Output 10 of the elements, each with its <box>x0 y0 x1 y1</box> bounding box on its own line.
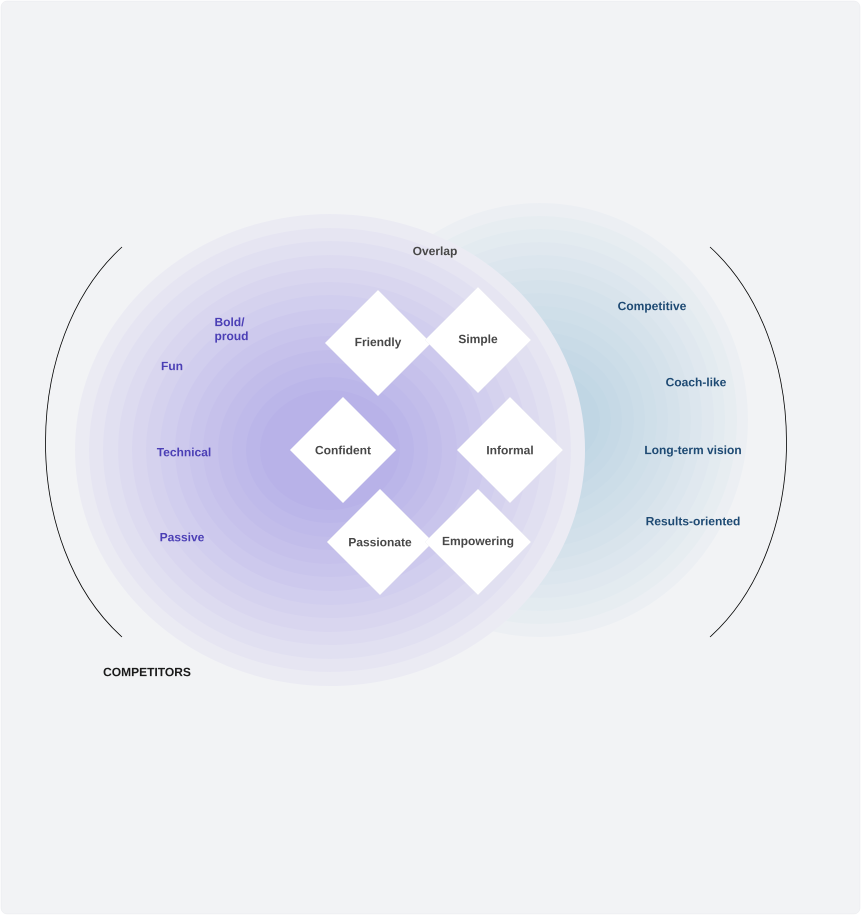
trait-label: Competitive <box>618 301 686 313</box>
trait-label: Coach-like <box>666 378 726 386</box>
section-label: Overlap <box>413 246 457 258</box>
trait-label: Bold/ proud <box>215 317 248 343</box>
trait-label: Passive <box>160 532 204 542</box>
group-label: COMPETITORS <box>104 668 190 676</box>
trait-label: Technical <box>156 448 210 456</box>
trait-label: Results-oriented <box>646 516 740 526</box>
trait-label: Long-term vision <box>645 445 741 457</box>
trait-label: Fun <box>162 362 182 370</box>
